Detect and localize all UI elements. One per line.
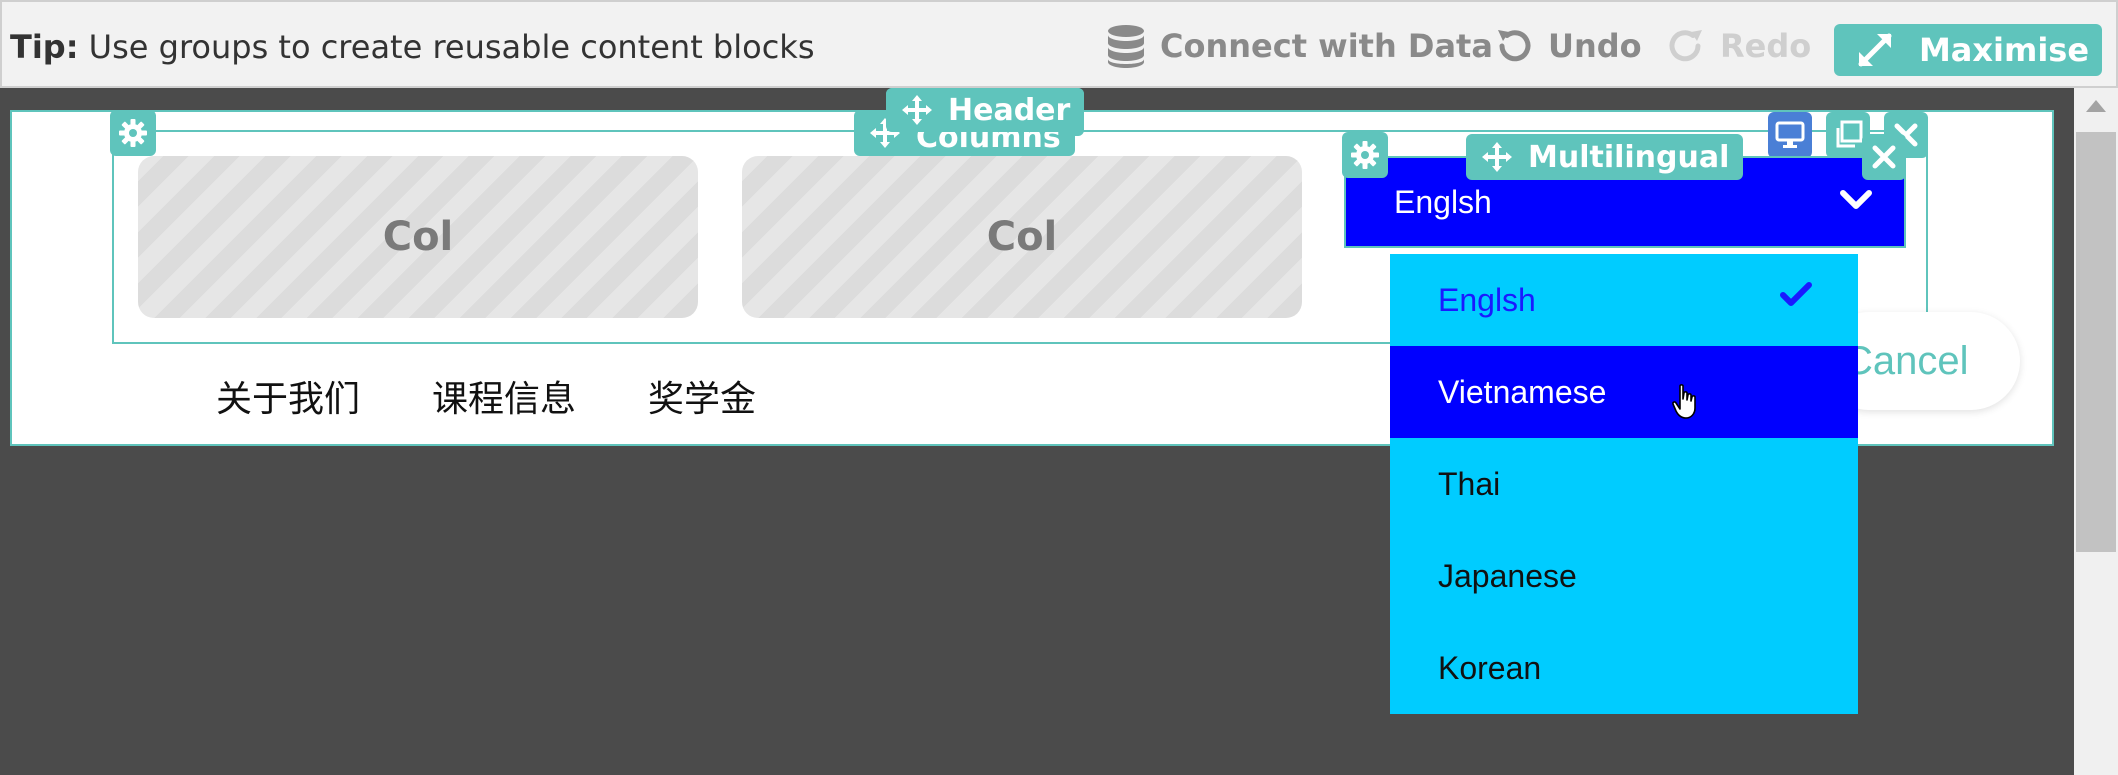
- tip-message: Use groups to create reusable content bl…: [78, 28, 815, 66]
- option-label: Japanese: [1438, 557, 1577, 594]
- column-label: Col: [986, 214, 1058, 260]
- multilingual-block-label: Multilingual: [1528, 139, 1730, 175]
- option-label: Englsh: [1438, 281, 1536, 318]
- delete-multilingual-button[interactable]: [1862, 134, 1906, 180]
- database-icon: [1108, 25, 1144, 68]
- vertical-scrollbar[interactable]: [2074, 88, 2118, 775]
- option-label: Thai: [1438, 465, 1501, 502]
- language-option-korean[interactable]: Korean: [1390, 622, 1858, 714]
- chevron-down-icon: [1840, 190, 1872, 209]
- close-icon: [1872, 145, 1896, 169]
- language-option-thai[interactable]: Thai: [1390, 438, 1858, 530]
- connect-label: Connect with Data: [1160, 27, 1493, 65]
- move-icon: [1482, 142, 1512, 172]
- move-icon: [870, 118, 900, 148]
- redo-button[interactable]: Redo: [1666, 20, 1811, 72]
- language-option-japanese[interactable]: Japanese: [1390, 530, 1858, 622]
- maximise-button[interactable]: Maximise: [1834, 24, 2102, 76]
- move-icon: [902, 95, 932, 125]
- multilingual-settings-button[interactable]: [1342, 132, 1388, 178]
- undo-icon: [1498, 30, 1531, 62]
- column-placeholder-1[interactable]: Col: [138, 156, 698, 318]
- scrollbar-thumb[interactable]: [2076, 132, 2116, 552]
- nav-item-about[interactable]: 关于我们: [216, 379, 361, 420]
- language-option-vietnamese[interactable]: Vietnamese: [1390, 346, 1858, 438]
- language-option-english[interactable]: Englsh: [1390, 254, 1858, 346]
- undo-label: Undo: [1548, 27, 1642, 65]
- gear-icon: [119, 119, 147, 147]
- redo-label: Redo: [1720, 27, 1812, 65]
- hand-cursor-icon: [1672, 384, 1696, 419]
- gear-icon: [1351, 141, 1379, 169]
- maximise-label: Maximise: [1918, 31, 2090, 69]
- multilingual-block-tab[interactable]: Multilingual: [1466, 134, 1744, 180]
- copy-icon: [1836, 120, 1863, 148]
- device-visibility-button[interactable]: [1768, 112, 1812, 158]
- option-label: Korean: [1438, 649, 1542, 686]
- nav-item-courses[interactable]: 课程信息: [432, 379, 577, 420]
- redo-icon: [1669, 30, 1702, 62]
- editor-toolbar: Tip: Use groups to create reusable conte…: [0, 0, 2118, 88]
- option-label: Vietnamese: [1438, 373, 1607, 410]
- column-placeholder-2[interactable]: Col: [742, 156, 1302, 318]
- header-block-tab-overlay[interactable]: Header: [886, 88, 1085, 132]
- tip-label: Tip:: [10, 28, 79, 66]
- desktop-icon: [1775, 121, 1805, 148]
- block-settings-button[interactable]: [110, 110, 156, 156]
- tip-text: Tip: Use groups to create reusable conte…: [10, 28, 814, 66]
- check-icon: [1780, 282, 1812, 306]
- header-block-label-overlay: Header: [948, 92, 1071, 128]
- language-dropdown-list: Englsh Vietnamese Thai Japanese Korean: [1390, 254, 1858, 714]
- cancel-label: Cancel: [1844, 338, 1969, 383]
- expand-icon: [1858, 33, 1892, 67]
- connect-with-data-button[interactable]: Connect with Data: [1106, 20, 1493, 72]
- scroll-up-arrow-icon[interactable]: [2086, 100, 2106, 112]
- column-label: Col: [382, 214, 454, 260]
- undo-button[interactable]: Undo: [1494, 20, 1642, 72]
- nav-item-scholarship[interactable]: 奖学金: [648, 379, 757, 420]
- language-select-value: Englsh: [1394, 184, 1492, 220]
